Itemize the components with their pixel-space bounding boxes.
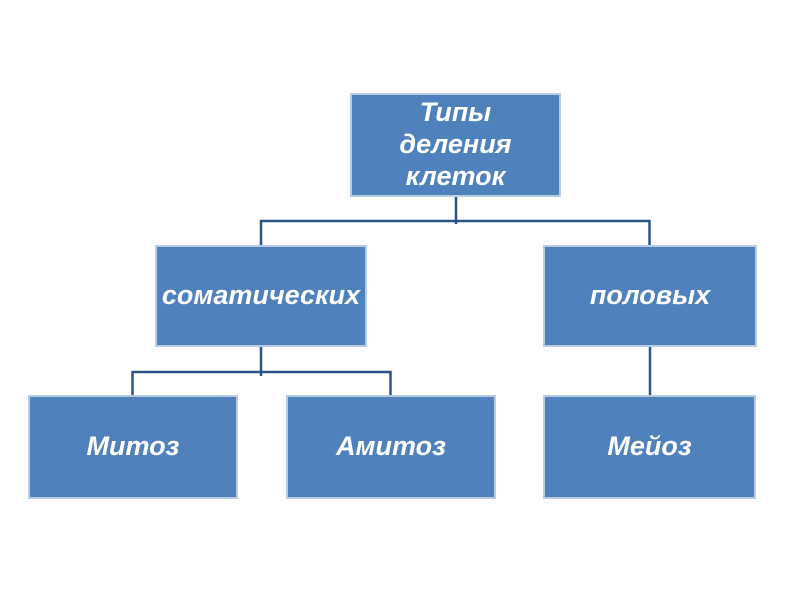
- node-sexual: половых: [543, 245, 757, 347]
- node-amitosis-label: Амитоз: [336, 431, 446, 462]
- node-meiosis: Мейоз: [543, 395, 756, 499]
- node-mitosis: Митоз: [28, 395, 238, 499]
- node-somatic: соматических: [155, 245, 367, 347]
- node-cell-division-types: Типы деления клеток: [350, 93, 561, 197]
- node-somatic-label: соматических: [161, 280, 361, 311]
- node-mitosis-label: Митоз: [86, 431, 180, 462]
- node-meiosis-label: Мейоз: [607, 431, 692, 462]
- node-sexual-label: половых: [589, 280, 711, 311]
- node-cell-division-types-label: Типы деления клеток: [399, 97, 512, 191]
- node-amitosis: Амитоз: [286, 395, 496, 499]
